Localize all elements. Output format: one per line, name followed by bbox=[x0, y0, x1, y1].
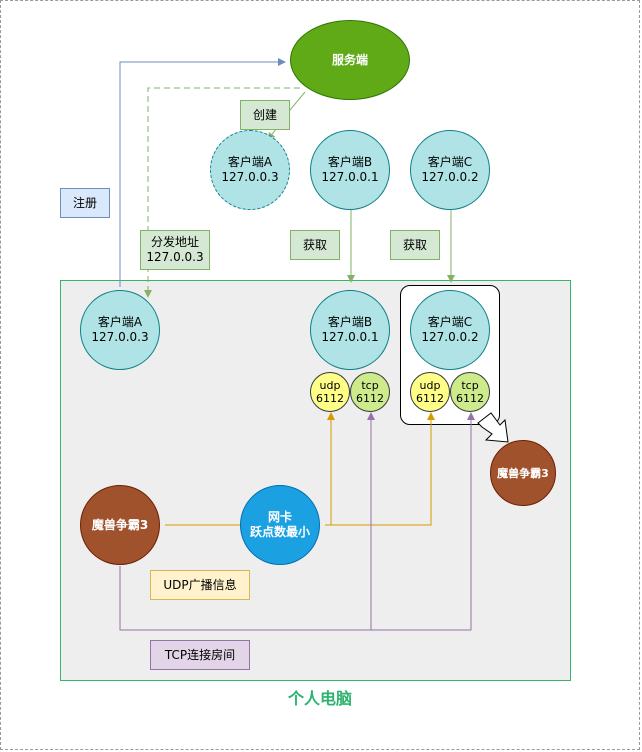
client-c-tcp-port: tcp 6112 bbox=[450, 372, 490, 412]
personal-computer-title: 个人电脑 bbox=[287, 689, 352, 708]
client-b-tcp-port: tcp 6112 bbox=[350, 372, 390, 412]
register-connector bbox=[119, 58, 286, 287]
client-b-tcp-number: 6112 bbox=[356, 392, 384, 405]
network-card-metric: 跃点数最小 bbox=[249, 525, 310, 539]
top-client-a-ip: 127.0.0.3 bbox=[221, 170, 279, 184]
warcraft3-game-right: 魔兽争霸3 bbox=[490, 440, 556, 506]
pc-client-a-name: 客户端A bbox=[97, 315, 143, 329]
udp-broadcast-label-text: UDP广播信息 bbox=[163, 577, 237, 592]
top-client-a-name: 客户端A bbox=[227, 155, 273, 169]
top-client-c-name: 客户端C bbox=[427, 155, 473, 169]
register-label: 注册 bbox=[60, 188, 110, 218]
client-b-udp-port: udp 6112 bbox=[310, 372, 350, 412]
fetch-b-label: 获取 bbox=[290, 230, 340, 260]
warcraft3-left-label: 魔兽争霸3 bbox=[91, 517, 149, 532]
create-label-text: 创建 bbox=[252, 107, 277, 122]
register-label-text: 注册 bbox=[72, 195, 97, 210]
tcp-connect-label-text: TCP连接房间 bbox=[164, 647, 236, 662]
create-label: 创建 bbox=[240, 100, 290, 130]
pc-client-a: 客户端A 127.0.0.3 bbox=[80, 290, 160, 370]
udp-nic-to-c bbox=[331, 412, 435, 526]
pc-client-b-ip: 127.0.0.1 bbox=[321, 330, 379, 344]
top-client-c: 客户端C 127.0.0.2 bbox=[410, 130, 490, 210]
tcp-connect-label: TCP连接房间 bbox=[150, 640, 250, 670]
server-node: 服务端 bbox=[290, 20, 410, 100]
client-b-tcp-proto: tcp bbox=[361, 379, 379, 392]
pc-client-b: 客户端B 127.0.0.1 bbox=[310, 290, 390, 370]
top-client-b: 客户端B 127.0.0.1 bbox=[310, 130, 390, 210]
pc-client-c: 客户端C 127.0.0.2 bbox=[410, 290, 490, 370]
pc-client-c-name: 客户端C bbox=[427, 315, 473, 329]
client-c-udp-number: 6112 bbox=[416, 392, 444, 405]
top-client-b-name: 客户端B bbox=[327, 155, 373, 169]
top-client-c-ip: 127.0.0.2 bbox=[421, 170, 479, 184]
warcraft3-right-label: 魔兽争霸3 bbox=[497, 466, 549, 480]
tcp-game-to-b bbox=[119, 412, 375, 631]
fetch-c-label-text: 获取 bbox=[402, 237, 427, 252]
distribute-label-text: 分发地址 bbox=[150, 235, 199, 249]
fetch-b-label-text: 获取 bbox=[302, 237, 327, 252]
top-client-a: 客户端A 127.0.0.3 bbox=[210, 130, 290, 210]
distribute-connector bbox=[144, 87, 300, 298]
network-card-label: 网卡 bbox=[267, 510, 292, 524]
warcraft3-game-left: 魔兽争霸3 bbox=[80, 485, 160, 565]
udp-nic-to-b bbox=[325, 412, 335, 526]
client-b-udp-proto: udp bbox=[319, 379, 341, 392]
server-label: 服务端 bbox=[331, 52, 368, 67]
pc-client-b-name: 客户端B bbox=[327, 315, 373, 329]
client-c-udp-port: udp 6112 bbox=[410, 372, 450, 412]
top-client-b-ip: 127.0.0.1 bbox=[321, 170, 379, 184]
pc-client-a-ip: 127.0.0.3 bbox=[91, 330, 149, 344]
client-c-tcp-number: 6112 bbox=[456, 392, 484, 405]
distribute-label-ip: 127.0.0.3 bbox=[146, 250, 204, 264]
client-b-udp-number: 6112 bbox=[316, 392, 344, 405]
client-c-udp-proto: udp bbox=[419, 379, 441, 392]
pc-client-c-ip: 127.0.0.2 bbox=[421, 330, 479, 344]
network-card-node: 网卡 跃点数最小 bbox=[240, 485, 320, 565]
udp-broadcast-label: UDP广播信息 bbox=[150, 570, 250, 600]
distribute-label: 分发地址 127.0.0.3 bbox=[140, 230, 210, 270]
group-c-to-game-arrow bbox=[477, 412, 509, 443]
tcp-to-c bbox=[371, 412, 475, 631]
fetch-c-label: 获取 bbox=[390, 230, 440, 260]
client-c-tcp-proto: tcp bbox=[461, 379, 479, 392]
server-to-client-a-connector bbox=[267, 91, 306, 141]
